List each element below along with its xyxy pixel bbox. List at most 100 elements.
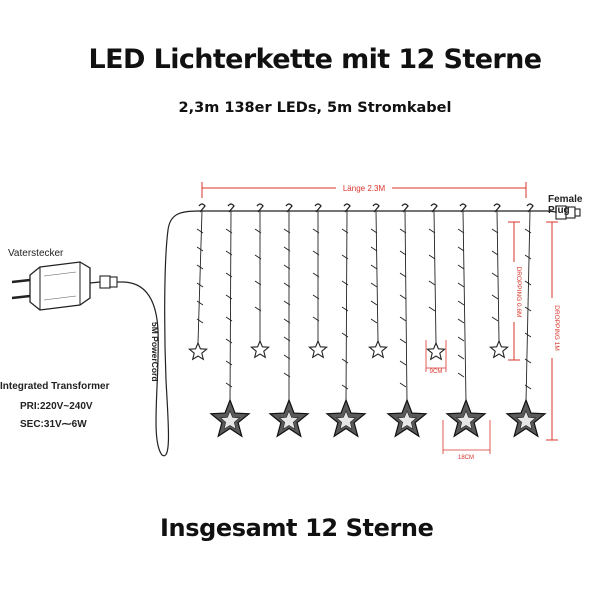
led-tick	[524, 280, 532, 286]
led-tick	[491, 294, 499, 300]
led-tick	[196, 300, 204, 306]
transformer-name: Integrated Transformer	[0, 381, 110, 392]
small-star-icon	[367, 339, 389, 359]
hook-icon	[314, 203, 322, 213]
hook-icon	[343, 203, 351, 213]
small-star-icon	[425, 341, 447, 361]
hook-icon	[459, 203, 467, 213]
led-tick	[312, 294, 320, 300]
led-tick	[399, 272, 407, 278]
transformer-sec: SEC:31V⁓6W	[20, 419, 87, 430]
big-star-highlight	[335, 410, 357, 430]
led-tick	[225, 272, 233, 278]
dropping-short-dimension: DROPPING 0.6M	[508, 221, 522, 361]
led-tick	[254, 254, 262, 260]
strand-line	[404, 210, 408, 403]
big-star-highlight	[455, 410, 477, 430]
led-tick	[341, 384, 349, 390]
led-tick	[254, 228, 262, 234]
led-tick	[428, 306, 436, 312]
small-star-icon	[187, 341, 209, 361]
led-tick	[491, 228, 499, 234]
female-plug-icon	[547, 205, 581, 220]
led-tick	[457, 354, 465, 360]
led-tick	[341, 306, 349, 312]
led-tick	[312, 228, 320, 234]
small-star-dimension: 9CM	[425, 340, 447, 375]
led-tick	[196, 318, 204, 324]
power-cord-line	[121, 210, 199, 457]
led-tick	[399, 316, 407, 322]
hook-icon	[227, 203, 235, 213]
led-tick	[457, 228, 465, 234]
led-tick	[341, 254, 349, 260]
led-tick	[341, 228, 349, 234]
led-tick	[524, 358, 532, 364]
footer-text: Insgesamt 12 Sterne	[160, 514, 434, 542]
small-star-icon	[249, 339, 271, 359]
led-tick	[283, 282, 291, 288]
led-tick	[254, 280, 262, 286]
led-tick	[283, 264, 291, 270]
led-tick	[457, 264, 465, 270]
led-tick	[283, 354, 291, 360]
hook-icon	[401, 203, 409, 213]
led-tick	[491, 250, 499, 256]
page-title: LED Lichterkette mit 12 Sterne	[88, 44, 543, 75]
led-tick	[370, 246, 378, 252]
strand-line	[375, 210, 379, 342]
led-tick	[283, 246, 291, 252]
led-tick	[283, 336, 291, 342]
strands-group	[187, 203, 547, 438]
led-tick	[225, 338, 233, 344]
hook-icon	[526, 203, 534, 213]
length-label: Länge 2.3M	[343, 184, 386, 193]
led-tick	[341, 280, 349, 286]
small-star-icon	[307, 339, 329, 359]
hook-icon	[198, 203, 206, 213]
power-cord-label: 5M PowerCord	[150, 322, 160, 382]
led-tick	[196, 264, 204, 270]
led-tick	[196, 246, 204, 252]
female-plug-label: Female Plug	[548, 194, 583, 216]
led-tick	[524, 254, 532, 260]
led-tick	[283, 228, 291, 234]
hook-icon	[256, 203, 264, 213]
strand-line	[229, 210, 232, 403]
led-tick	[312, 250, 320, 256]
led-tick	[524, 306, 532, 312]
led-tick	[225, 360, 233, 366]
led-tick	[312, 272, 320, 278]
big-star-highlight	[219, 410, 241, 430]
led-tick	[524, 384, 532, 390]
strand-line	[525, 210, 531, 403]
transformer-icon	[11, 261, 122, 311]
led-tick	[457, 372, 465, 378]
led-tick	[399, 360, 407, 366]
small-star-icon	[488, 339, 510, 359]
big-star-highlight	[278, 410, 300, 430]
male-plug-label: Vaterstecker	[8, 248, 64, 259]
page-subtitle: 2,3m 138er LEDs, 5m Stromkabel	[178, 100, 452, 116]
led-tick	[370, 318, 378, 324]
led-tick	[370, 300, 378, 306]
led-tick	[524, 332, 532, 338]
led-tick	[457, 336, 465, 342]
led-tick	[196, 228, 204, 234]
led-tick	[428, 280, 436, 286]
led-tick	[457, 282, 465, 288]
led-tick	[399, 294, 407, 300]
led-tick	[225, 228, 233, 234]
led-tick	[341, 332, 349, 338]
led-tick	[428, 228, 436, 234]
led-tick	[457, 246, 465, 252]
hook-icon	[285, 203, 293, 213]
hook-icon	[430, 203, 438, 213]
led-tick	[370, 282, 378, 288]
led-tick	[283, 318, 291, 324]
small-star-size-label: 9CM	[430, 369, 443, 375]
led-tick	[370, 228, 378, 234]
big-star-highlight	[515, 410, 537, 430]
led-tick	[399, 338, 407, 344]
